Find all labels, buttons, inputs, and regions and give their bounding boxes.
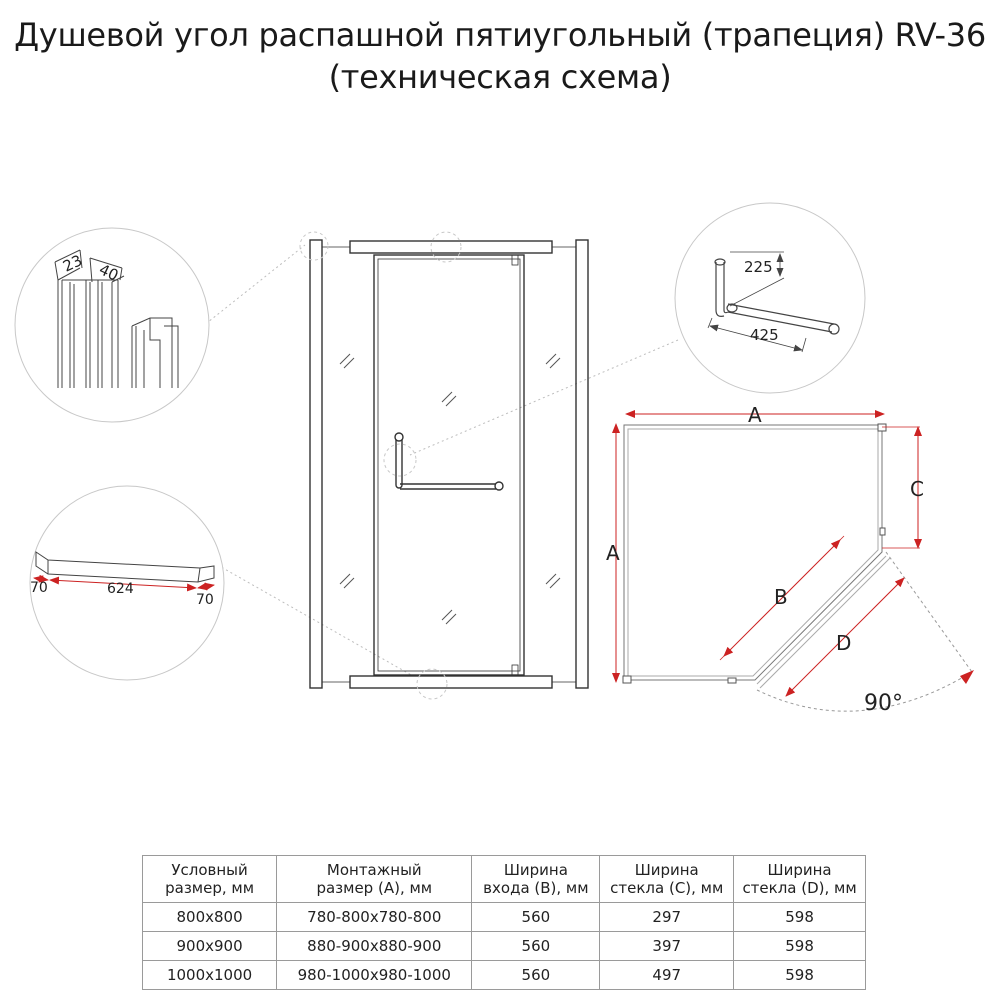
table-cell: 560 [471, 931, 601, 961]
table-cell: 598 [733, 960, 866, 990]
tray-dim-middle: 624 [107, 581, 134, 597]
plan-label-a-left: A [606, 541, 620, 565]
front-elevation [299, 231, 589, 700]
table-cell: 1000х1000 [141, 960, 278, 990]
title-line-1: Душевой угол распашной пятиугольный (тра… [14, 16, 986, 54]
tray-dim-right: 70 [196, 592, 214, 608]
tray-dim-left: 70 [30, 580, 48, 596]
table-cell: 560 [471, 902, 601, 932]
handle-detail: 225 425 [674, 202, 866, 394]
table-row: 1000х1000 980-1000х980-1000 560 497 598 [141, 960, 866, 990]
table-cell: 598 [733, 931, 866, 961]
plan-view: A A C B D 90° [606, 403, 974, 716]
table-cell: 880-900х880-900 [276, 931, 473, 961]
handle-dim-vertical: 225 [744, 258, 773, 276]
table-cell: 900х900 [141, 931, 278, 961]
table-cell: 980-1000х980-1000 [276, 960, 473, 990]
table-cell: 297 [599, 902, 735, 932]
page-title: Душевой угол распашной пятиугольный (тра… [0, 14, 1000, 98]
table-cell: 780-800х780-800 [276, 902, 473, 932]
title-line-2: (техническая схема) [328, 58, 672, 96]
table-row: 900х900 880-900х880-900 560 397 598 [141, 931, 866, 961]
table-cell: 397 [599, 931, 735, 961]
profile-detail: 23 40 [14, 227, 210, 423]
handle-dim-horizontal: 425 [750, 326, 779, 344]
table-row: 800х800 780-800х780-800 560 297 598 [141, 902, 866, 932]
table-cell: 560 [471, 960, 601, 990]
plan-angle: 90° [864, 691, 903, 716]
plan-label-d: D [836, 631, 851, 655]
plan-label-b: B [774, 585, 788, 609]
technical-drawing: 23 40 70 624 70 [14, 202, 974, 716]
handle [394, 432, 504, 491]
table-cell: 800х800 [141, 902, 278, 932]
plan-label-a-top: A [748, 403, 762, 427]
callout-connectors [197, 244, 679, 681]
table-cell: 497 [599, 960, 735, 990]
tray-detail: 70 624 70 [29, 485, 225, 681]
table-cell: 598 [733, 902, 866, 932]
plan-label-c: C [910, 477, 924, 501]
